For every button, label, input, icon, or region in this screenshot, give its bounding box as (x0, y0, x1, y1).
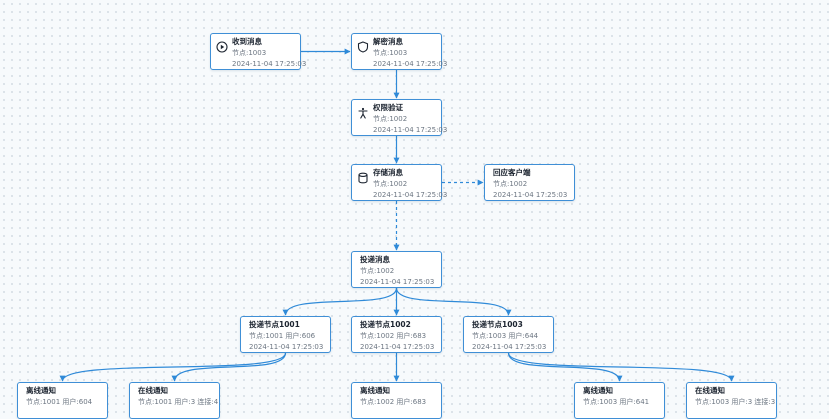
node-title: 在线通知 (138, 386, 168, 395)
node-timestamp: 2024-11-04 17:25:03 (373, 126, 448, 134)
play-circle-icon (216, 38, 228, 53)
node-timestamp: 2024-11-04 17:25:03 (232, 60, 307, 68)
flow-node-d1002[interactable]: 投递节点1002 节点:1002 用户:683 2024-11-04 17:25:0… (351, 316, 442, 353)
node-title: 存储消息 (373, 168, 403, 177)
node-timestamp: 2024-11-04 17:25:03 (472, 343, 547, 351)
edge-layer (59, 48, 735, 382)
flow-node-auth[interactable]: 权限验证节点:1002 2024-11-04 17:25:03 (351, 99, 448, 136)
node-subtitle: 节点:1002 (493, 180, 528, 188)
node-title: 投递节点1003 (472, 320, 523, 329)
node-subtitle: 节点:1002 (373, 115, 408, 123)
flow-node-decrypt[interactable]: 解密消息节点:1003 2024-11-04 17:25:03 (351, 33, 448, 70)
node-subtitle: 节点:1002 用户:683 (360, 332, 427, 340)
node-timestamp: 2024-11-04 17:25:03 (249, 343, 324, 351)
accessibility-icon (357, 104, 369, 119)
node-subtitle: 节点:1002 用户:683 (360, 398, 427, 406)
node-subtitle: 节点:1002 (373, 180, 408, 188)
node-subtitle: 节点:1003 (373, 49, 408, 57)
flow-node-off1[interactable]: 离线通知节点:1001 用户:604 (17, 382, 108, 419)
edge-d1003-to-on3 (507, 352, 735, 382)
flow-node-d1001[interactable]: 投递节点1001 节点:1001 用户:606 2024-11-04 17:25:0… (240, 316, 331, 353)
node-title: 离线通知 (360, 386, 390, 395)
edge-d1003-to-off3 (507, 352, 623, 382)
node-title: 投递节点1001 (249, 320, 300, 329)
node-subtitle: 节点:1001 用户:3 连接:4 (138, 398, 219, 406)
flow-node-d1003[interactable]: 投递节点1003 节点:1003 用户:644 2024-11-04 17:25:0… (463, 316, 554, 353)
node-timestamp: 2024-11-04 17:25:03 (360, 343, 435, 351)
flow-node-store[interactable]: 存储消息节点:1002 2024-11-04 17:25:03 (351, 164, 448, 201)
node-title: 投递消息 (360, 255, 390, 264)
edge-deliver-to-d1003 (395, 287, 512, 316)
node-title: 离线通知 (583, 386, 613, 395)
node-subtitle: 节点:1003 (232, 49, 267, 57)
node-subtitle: 节点:1003 用户:3 连接:3 (695, 398, 776, 406)
database-icon (357, 169, 369, 184)
node-subtitle: 节点:1003 用户:641 (583, 398, 650, 406)
node-title: 离线通知 (26, 386, 56, 395)
flow-node-on1[interactable]: 在线通知节点:1001 用户:3 连接:4 (129, 382, 220, 419)
node-subtitle: 节点:1002 (360, 267, 395, 275)
node-title: 投递节点1002 (360, 320, 411, 329)
flow-node-deliver[interactable]: 投递消息节点:1002 2024-11-04 17:25:03 (351, 251, 442, 288)
flow-node-on3[interactable]: 在线通知节点:1003 用户:3 连接:3 (686, 382, 777, 419)
node-timestamp: 2024-11-04 17:25:03 (493, 191, 568, 199)
node-subtitle: 节点:1003 用户:644 (472, 332, 539, 340)
shield-icon (357, 38, 369, 53)
node-timestamp: 2024-11-04 17:25:03 (373, 60, 448, 68)
node-title: 收到消息 (232, 37, 262, 46)
edge-d1001-to-on1 (171, 352, 287, 382)
flow-node-off2[interactable]: 离线通知节点:1002 用户:683 (351, 382, 442, 419)
flow-node-recv[interactable]: 收到消息节点:1003 2024-11-04 17:25:03 (210, 33, 307, 70)
node-title: 回应客户端 (493, 168, 531, 177)
edge-deliver-to-d1001 (282, 287, 398, 316)
node-timestamp: 2024-11-04 17:25:03 (360, 278, 435, 286)
node-subtitle: 节点:1001 用户:604 (26, 398, 93, 406)
node-title: 权限验证 (373, 103, 403, 112)
flow-node-off3[interactable]: 离线通知节点:1003 用户:641 (574, 382, 665, 419)
flow-node-reply[interactable]: 回应客户端节点:1002 2024-11-04 17:25:03 (484, 164, 575, 201)
node-timestamp: 2024-11-04 17:25:03 (373, 191, 448, 199)
node-title: 在线通知 (695, 386, 725, 395)
node-subtitle: 节点:1001 用户:606 (249, 332, 316, 340)
node-title: 解密消息 (373, 37, 403, 46)
edge-d1001-to-off1 (59, 352, 287, 382)
